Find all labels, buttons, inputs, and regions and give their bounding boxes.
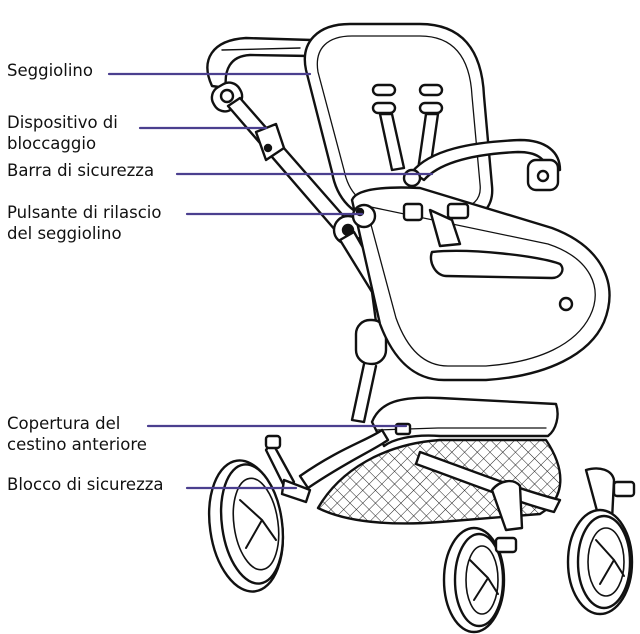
label-release-button: Pulsante di rilascio del seggiolino <box>7 202 161 244</box>
label-safety-lock: Blocco di sicurezza <box>7 474 164 495</box>
label-release-button-line2: del seggiolino <box>7 223 161 244</box>
label-safety-lock-text: Blocco di sicurezza <box>7 474 164 495</box>
label-basket-cover: Copertura del cestino anteriore <box>7 413 147 455</box>
label-safety-bar-text: Barra di sicurezza <box>7 160 154 181</box>
seat-illustration <box>305 24 610 380</box>
label-release-button-line1: Pulsante di rilascio <box>7 202 161 223</box>
label-locking-device: Dispositivo di bloccaggio <box>7 112 118 154</box>
label-basket-cover-line1: Copertura del <box>7 413 147 434</box>
label-basket-cover-line2: cestino anteriore <box>7 434 147 455</box>
label-seat-text: Seggiolino <box>7 60 93 81</box>
label-locking-device-line1: Dispositivo di <box>7 112 118 133</box>
rear-wheel <box>201 436 310 596</box>
label-seat: Seggiolino <box>7 60 93 81</box>
label-locking-device-line2: bloccaggio <box>7 133 118 154</box>
label-safety-bar: Barra di sicurezza <box>7 160 154 181</box>
